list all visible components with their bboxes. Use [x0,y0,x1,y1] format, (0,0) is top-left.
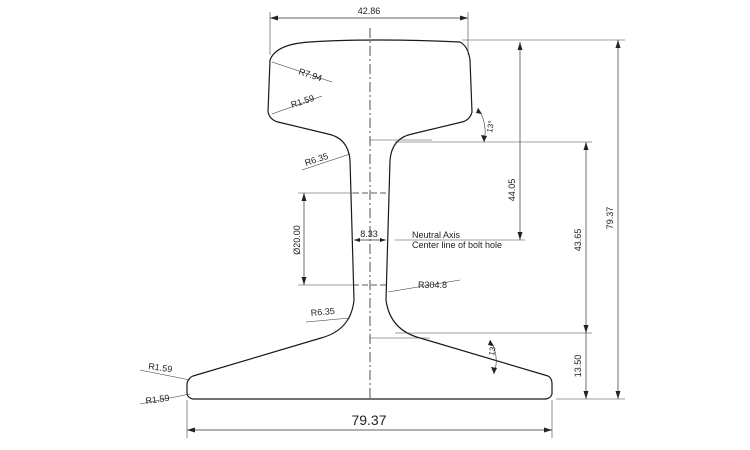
svg-text:R1.59: R1.59 [148,361,173,374]
total-height-label: 79.37 [605,207,615,230]
head-to-axis-label: 44.05 [507,179,517,202]
angle-foot-top: 13° [370,337,498,375]
radius-web-lower: R6.35 [305,306,351,323]
bolt-hole-dimension: Ø20.00 [292,192,353,286]
bolt-center-label: Center line of bolt hole [412,240,502,250]
axis-to-foot-label: 43.65 [573,229,583,252]
foot-height-dimension: 13.50 [573,333,589,399]
radius-base-top: R1.59 [139,361,191,381]
head-to-axis-dimension: 44.05 [395,42,525,241]
radius-head-top: R7.94 [271,61,333,83]
base-width-dimension: 79.37 [186,400,553,438]
head-width-label: 42.86 [358,6,381,16]
svg-text:13°: 13° [485,120,496,133]
bolt-hole [353,192,387,286]
radius-web-upper: R6.35 [301,151,351,171]
svg-text:R304.8: R304.8 [418,280,447,290]
radius-head-corner: R1.59 [271,93,323,115]
radius-web-side: R304.8 [387,279,461,293]
neutral-axis-label: Neutral Axis [412,230,461,240]
web-thickness-label: 8.33 [360,229,378,239]
svg-text:13°: 13° [487,343,498,356]
bolt-hole-label: Ø20.00 [292,225,302,255]
axis-to-foot-dimension: 43.65 [395,141,592,334]
total-height-dimension: 79.37 [462,39,625,400]
svg-text:R1.59: R1.59 [290,93,316,110]
rail-outline [186,39,553,400]
svg-text:R6.35: R6.35 [310,306,335,318]
radius-base-bottom: R1.59 [139,393,191,406]
head-width-dimension: 42.86 [269,6,469,55]
web-thickness-dimension: 8.33 [354,229,386,242]
svg-text:R7.94: R7.94 [297,66,323,83]
svg-text:R1.59: R1.59 [145,393,170,406]
foot-height-label: 13.50 [573,355,583,378]
base-width-label: 79.37 [351,412,386,428]
angle-head-underside: 13° [370,107,496,143]
